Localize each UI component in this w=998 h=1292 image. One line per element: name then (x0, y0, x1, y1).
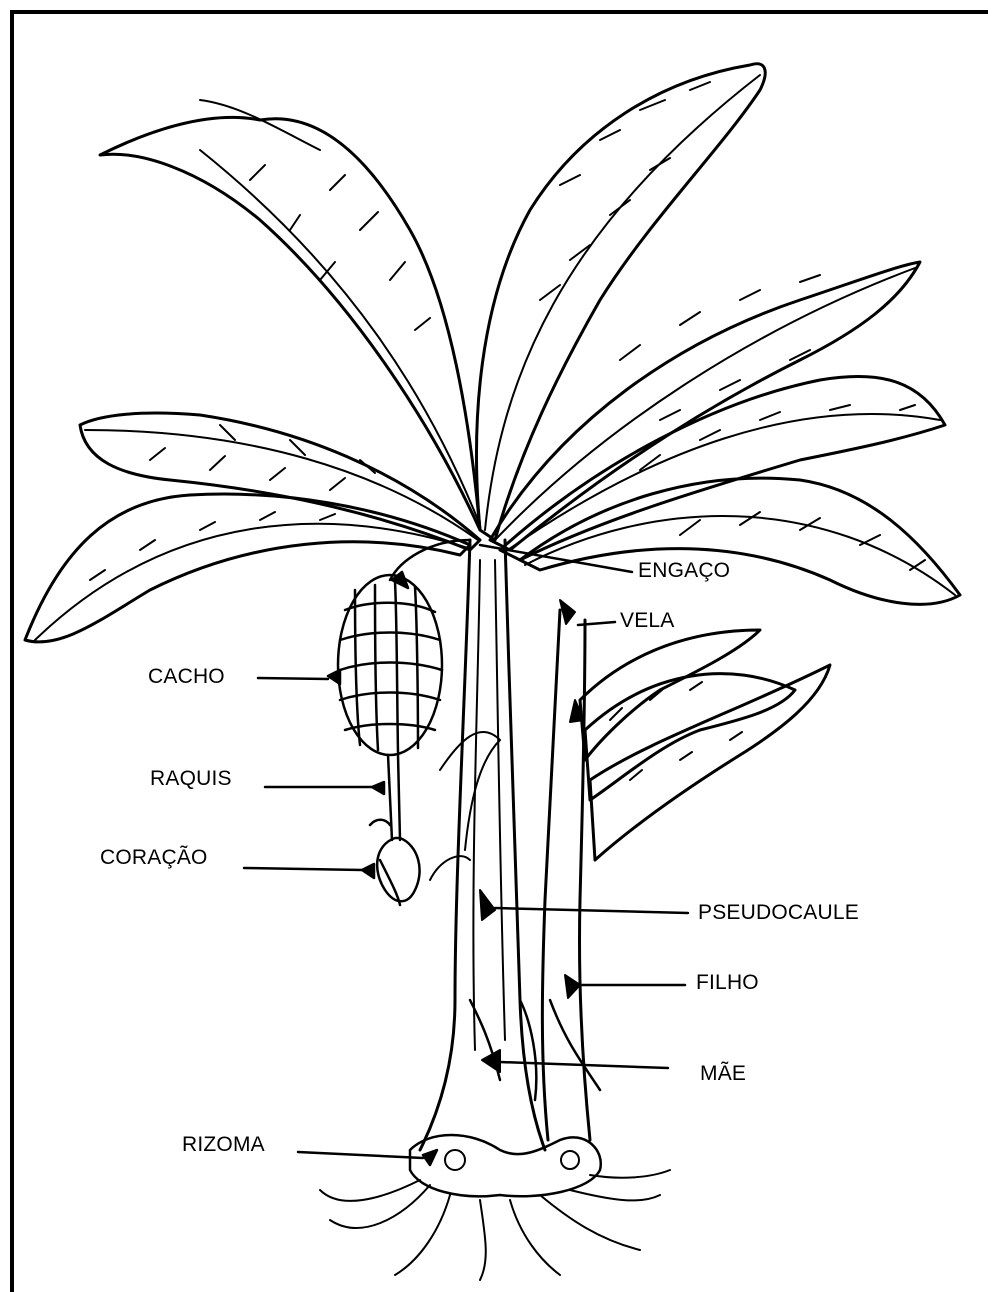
leaf (80, 413, 480, 550)
leaf-midrib (85, 430, 478, 540)
leader-coracao (244, 868, 362, 870)
label-mae: MÃE (700, 1063, 746, 1084)
label-vela: VELA (620, 610, 675, 631)
leader-pseudocaule (495, 908, 688, 913)
banana-bunch (328, 540, 470, 755)
label-engaco: ENGAÇO (638, 560, 730, 581)
leaf (520, 478, 960, 604)
leaf-midrib (495, 268, 915, 540)
leaves (25, 64, 960, 642)
leaf (25, 494, 470, 642)
leaf (477, 64, 766, 540)
label-rizoma: RIZOMA (182, 1134, 265, 1155)
leader-engaco (480, 545, 632, 572)
leaf-edge-detail (200, 100, 430, 330)
label-pseudocaule: PSEUDOCAULE (698, 902, 859, 923)
leaf-edge-detail (620, 275, 820, 420)
leader-cacho (258, 678, 328, 679)
leaf (500, 376, 945, 560)
label-filho: FILHO (696, 972, 759, 993)
label-raquis: RAQUIS (150, 768, 232, 789)
label-cacho: CACHO (148, 666, 225, 687)
rachis-and-heart (362, 755, 420, 905)
leader-rizoma (298, 1152, 423, 1158)
sucker-plant (542, 600, 830, 1140)
label-coracao: CORAÇÃO (100, 847, 208, 868)
